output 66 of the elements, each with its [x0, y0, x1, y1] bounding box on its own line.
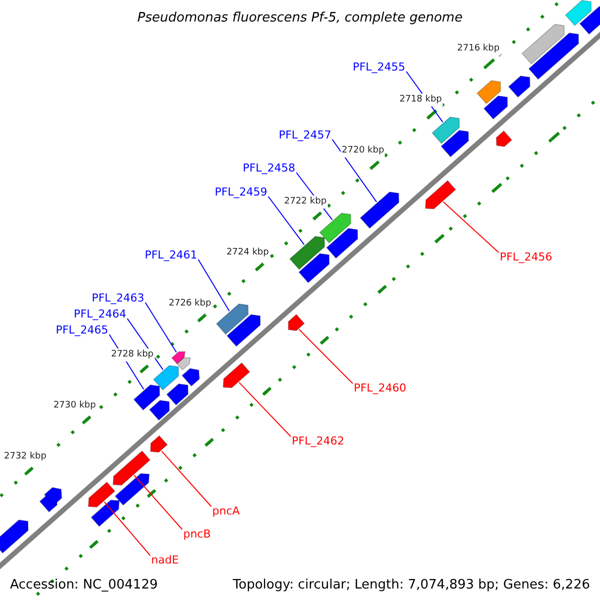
gene-feature: [483, 95, 508, 120]
gene-label: PFL_2460: [354, 382, 406, 394]
gene-feature: [171, 351, 186, 364]
gene-feature: [432, 116, 460, 144]
gene-feature: [288, 314, 305, 331]
gene-feature: [152, 365, 179, 390]
gene-feature: [112, 450, 151, 486]
gene-label: PFL_2455: [352, 60, 406, 74]
leader-line: [104, 501, 151, 556]
gene-label: pncA: [212, 504, 240, 518]
gene-feature: [360, 192, 400, 229]
gene-feature: [319, 212, 352, 244]
leader-line: [144, 302, 177, 353]
position-label: 2728 kbp: [110, 348, 155, 362]
gene-label: pncB: [183, 528, 211, 540]
leader-line: [198, 259, 230, 312]
gene-feature: [114, 473, 150, 506]
leader-line: [442, 201, 500, 253]
gene-label: PFL_2459: [214, 186, 268, 198]
title: Pseudomonas fluorescens Pf-5, complete genome: [137, 12, 463, 24]
gene-feature: [88, 482, 116, 508]
gene-feature: [176, 357, 191, 370]
gene-feature: [289, 236, 325, 270]
gene-feature: [226, 314, 261, 347]
gene-feature: [424, 180, 456, 210]
gene-feature: [90, 500, 120, 527]
gene-label: PFL_2465: [56, 324, 108, 336]
position-label: 2718 kbp: [398, 94, 443, 107]
gene-label: PFL_2458: [242, 162, 296, 174]
gene-feature: [508, 76, 530, 98]
leader-line: [332, 139, 378, 202]
position-label: 2722 kbp: [283, 196, 328, 209]
gene-label: PFL_2457: [278, 128, 332, 142]
gene-feature: [133, 384, 160, 411]
gene-feature: [150, 435, 168, 453]
gene-label: PFL_2462: [292, 434, 344, 448]
genome-info-text: Topology: circular; Length: 7,074,893 bp; Genes: 6,226: [232, 578, 590, 592]
gene-feature: [0, 520, 29, 554]
leader-line: [268, 196, 305, 246]
leader-line: [298, 328, 354, 384]
gene-feature: [564, 0, 592, 26]
leader-line: [161, 450, 212, 507]
gene-feature: [182, 368, 200, 387]
gene-feature: [440, 130, 469, 158]
gene-feature: [521, 24, 565, 64]
gene-feature: [222, 362, 250, 388]
accession-text: Accession: NC_004129: [10, 578, 158, 592]
leader-line: [134, 474, 183, 530]
gene-label: PFL_2456: [500, 250, 552, 264]
gene-label: PFL_2463: [92, 292, 144, 304]
leader-line: [238, 382, 292, 437]
gene-feature: [216, 303, 249, 335]
gene-feature: [149, 400, 170, 421]
position-label: 2716 kbp: [456, 42, 501, 56]
gene-feature: [326, 228, 358, 259]
gene-label: PFL_2461: [144, 248, 198, 262]
gene-feature: [528, 32, 579, 80]
gene-label: nadE: [151, 554, 179, 566]
gene-feature: [476, 80, 501, 104]
gene-label: PFL_2464: [74, 308, 126, 320]
gene-feature: [44, 487, 62, 506]
gene-feature: [166, 383, 188, 406]
gene-feature: [496, 130, 512, 147]
gene-feature: [579, 6, 600, 35]
position-label: 2720 kbp: [340, 144, 386, 158]
gene-feature: [298, 253, 330, 284]
